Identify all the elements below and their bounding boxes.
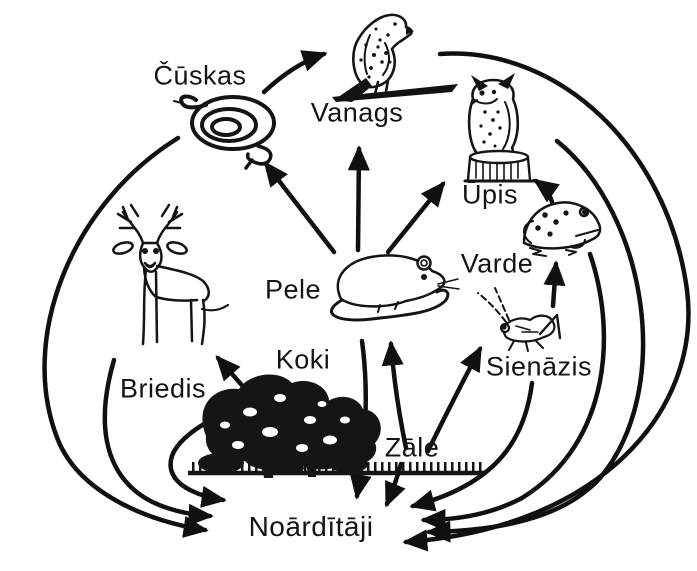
arrow-pele-to-cuskas (263, 161, 337, 255)
label-briedis: Briedis (119, 373, 207, 404)
arrow-sienazis-to-noarditaji (409, 380, 535, 512)
stump-drawing (463, 149, 535, 183)
snake-drawing (173, 94, 276, 170)
mouse-drawing (329, 254, 460, 322)
arrow-varde-to-upis (532, 178, 560, 205)
arrow-varde-to-noarditaji (420, 251, 607, 532)
arrow-vanags-to-noarditaji (402, 51, 691, 552)
arrow-zale-to-noarditaji (384, 461, 406, 508)
label-zale: Zāle (384, 432, 440, 463)
feeding-arrows (215, 50, 566, 454)
owl-drawing (463, 73, 535, 183)
label-noarditaji: Noārdītāji (248, 511, 374, 542)
arrow-cuskas-to-vanags (261, 50, 328, 95)
label-sienazis: Sienāzis (485, 351, 593, 382)
deer-drawing (112, 203, 230, 346)
arrow-sienazis-to-varde (543, 260, 566, 309)
label-vanags: Vanags (310, 97, 404, 128)
frog-drawing (522, 201, 602, 257)
grass-drawing (188, 462, 486, 476)
label-upis: Ūpis (461, 179, 519, 210)
arrow-pele-to-upis (385, 181, 446, 255)
grasshopper-drawing (477, 287, 562, 352)
trees-drawing (198, 374, 381, 478)
label-varde: Varde (460, 248, 534, 279)
label-pele: Pele (264, 274, 322, 305)
hawk-drawing (332, 13, 458, 102)
arrow-cuskas-to-noarditaji (42, 135, 209, 538)
arrow-pele-to-vanags (347, 145, 370, 253)
hawk-speckles (359, 27, 392, 79)
label-koki: Koki (275, 344, 331, 375)
arrow-zale-to-pele (381, 340, 409, 451)
owl-speckles (479, 110, 502, 148)
arrow-zale-to-sienazis (425, 345, 483, 454)
arrow-briedis-to-noarditaji (102, 357, 214, 526)
label-cuskas: Čūskas (153, 60, 247, 91)
